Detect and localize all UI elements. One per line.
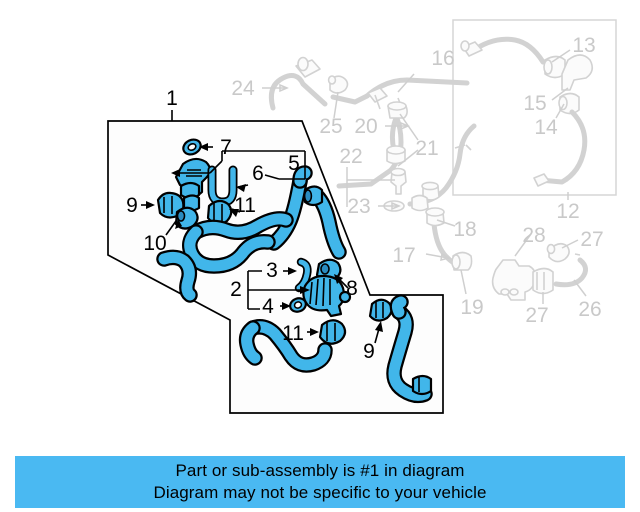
leader-26 (573, 279, 587, 297)
callout-label-10: 10 (143, 232, 166, 255)
callout-label-21: 21 (415, 137, 438, 160)
highlight-callout-leaders (141, 110, 383, 344)
hose-right-long (386, 294, 433, 404)
background-callout-leaders (262, 49, 587, 304)
callout-label-5: 5 (288, 152, 300, 175)
callout-label-26: 26 (578, 298, 601, 321)
part-22-sensor (390, 167, 407, 195)
leader-18 (436, 219, 456, 227)
callout-labels: 1 2 3 4 5 6 7 8 9 9 10 11 11 12 13 14 15… (126, 34, 604, 363)
connector-mid-right (303, 185, 324, 207)
part-16-tube (330, 77, 470, 105)
part-5-connector (174, 157, 212, 212)
callout-label-19: 19 (460, 296, 483, 319)
callout-label-9b: 9 (363, 340, 375, 363)
part-4-oring (289, 297, 307, 313)
callout-label-18: 18 (453, 218, 476, 241)
callout-label-2: 2 (230, 278, 242, 301)
group-12-parts (460, 36, 594, 187)
callout-label-28: 28 (522, 224, 545, 247)
leader-2 (247, 270, 308, 310)
leader-16 (397, 73, 415, 93)
callout-label-20: 20 (354, 115, 377, 138)
callout-label-27a: 27 (580, 228, 603, 251)
leader-13 (551, 49, 571, 63)
banner-line-2: Diagram may not be specific to your vehi… (153, 483, 487, 502)
callout-label-11a: 11 (234, 194, 256, 217)
leader-5 (173, 150, 306, 180)
leader-27a (561, 239, 579, 249)
part-7-seal (182, 138, 202, 156)
callout-label-13: 13 (572, 34, 595, 57)
leader-14 (555, 103, 565, 119)
callout-label-6: 6 (252, 162, 264, 185)
part-3-pipe (294, 257, 312, 293)
leader-28 (514, 233, 532, 257)
leader-10 (165, 220, 177, 236)
hose-middle (188, 211, 294, 240)
part-25-flange (327, 75, 349, 94)
callout-label-4: 4 (262, 295, 274, 318)
hose-right-long-end (411, 374, 433, 396)
callout-label-17: 17 (392, 244, 415, 267)
callout-label-7: 7 (220, 136, 232, 159)
callout-label-1: 1 (166, 87, 178, 110)
part-20-tube (386, 101, 408, 165)
leader-15 (551, 87, 569, 101)
part-26-hose (553, 253, 588, 288)
callout-label-8: 8 (346, 277, 358, 300)
part-9-clamp-right (368, 298, 393, 322)
leader-17 (425, 253, 449, 259)
group-12-box (452, 19, 617, 196)
leader-25 (333, 91, 339, 119)
leader-22 (346, 167, 395, 207)
part-10-clamp (174, 206, 199, 230)
callout-label-16: 16 (431, 47, 454, 70)
part-27-clip-lower (532, 267, 554, 295)
callout-label-12: 12 (556, 200, 579, 223)
callout-label-3: 3 (266, 259, 278, 282)
part-17-flange (451, 251, 473, 271)
callout-label-25: 25 (319, 115, 342, 138)
background-parts-layer (268, 19, 617, 301)
callout-label-22: 22 (339, 145, 362, 168)
highlighted-parts-layer (156, 138, 433, 404)
part-24-hose (268, 56, 328, 111)
callout-label-27b: 27 (525, 304, 548, 327)
hose-middle-2 (182, 224, 276, 274)
banner-line-1: Part or sub-assembly is #1 in diagram (175, 461, 465, 480)
part-11-clamp-lower (318, 319, 347, 345)
hose-lower-middle (238, 319, 333, 373)
leader-21 (397, 113, 419, 167)
part-11-clamp-upper (206, 199, 233, 225)
leader-19 (460, 269, 467, 295)
callout-label-9a: 9 (126, 194, 138, 217)
callout-label-15: 15 (523, 92, 546, 115)
callout-label-23: 23 (347, 195, 370, 218)
hose-lower-left (156, 249, 198, 303)
part-19-pipe (407, 123, 477, 212)
callout-label-14: 14 (534, 116, 558, 139)
part-27-clip-upper (546, 242, 570, 263)
callout-label-11b: 11 (282, 322, 304, 345)
info-banner: Part or sub-assembly is #1 in diagram Di… (15, 456, 625, 508)
callout-label-24: 24 (231, 77, 255, 100)
